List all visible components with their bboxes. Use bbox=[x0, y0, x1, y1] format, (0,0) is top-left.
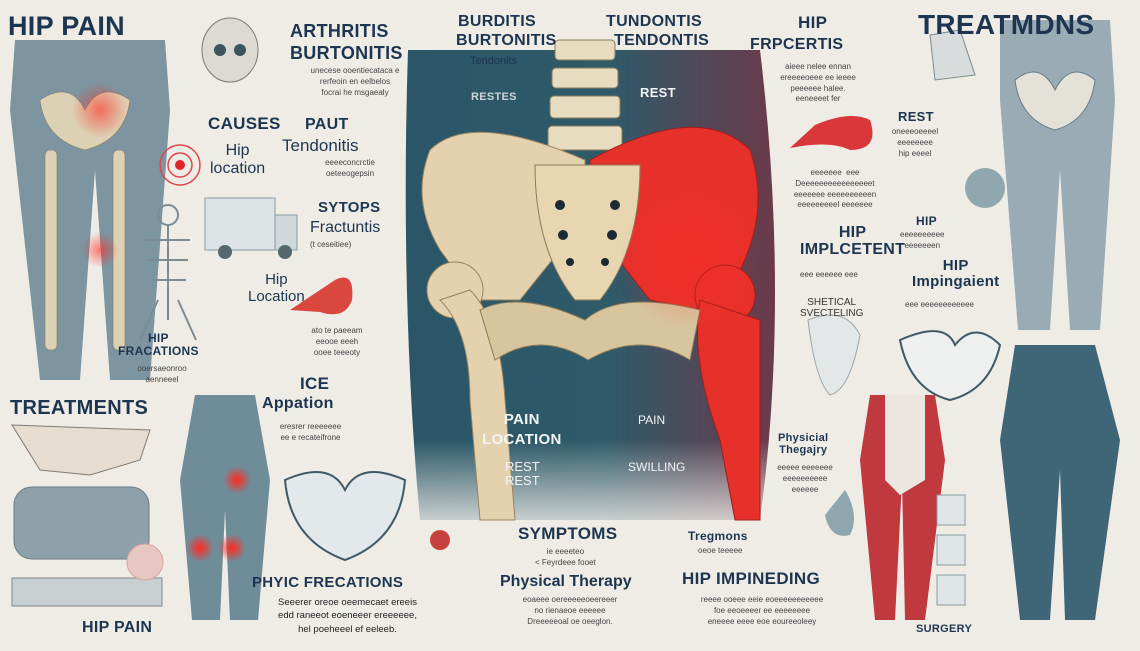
frpcertis-note: aieee nelee ennan ereeeeoeee ee ieeee pe… bbox=[780, 62, 856, 104]
label-burtonitis-center: BURTONITIS bbox=[456, 32, 557, 49]
label-hip-implcetent: HIP IMPLCETENT bbox=[800, 224, 906, 258]
label-hip-location: Hip location bbox=[210, 142, 266, 177]
label-hip-location-2: Hip Location bbox=[248, 271, 305, 305]
ice-note: eresrer reeeeeee ee e recateifrone bbox=[279, 422, 342, 442]
side-note: ato te paeeam eeooe eeeh ooee teeeoty bbox=[311, 326, 363, 357]
title-treatments: TREATMDNS bbox=[918, 9, 1095, 40]
label-swilling: SWILLING bbox=[628, 460, 686, 474]
label-tundontis: TUNDONTIS bbox=[606, 13, 703, 30]
tregmons-note: oeoe teeeee bbox=[698, 546, 743, 555]
label-hip-fracations: HIP FRACATIONS bbox=[118, 331, 199, 358]
title-hip-pain: HIP PAIN bbox=[8, 11, 125, 41]
label-hip-impineding: HIP IMPINEDING bbox=[682, 569, 821, 588]
label-hip-small: HIP bbox=[916, 214, 937, 228]
label-surgery: SURGERY bbox=[916, 623, 973, 635]
rest-note: oneeeoeeeel eeeeeeee hip eeeel bbox=[891, 127, 939, 158]
symptoms-note: ie eeeeteo < Feyrdeee fooet bbox=[535, 547, 596, 567]
label-frpcertis: FRPCERTIS bbox=[750, 36, 844, 53]
physical-therapy-note: eoaeee oereeeeeoeereeer no rienaeoe eeee… bbox=[522, 595, 618, 626]
label-burtonitis: BURTONITIS bbox=[290, 43, 403, 63]
label-phyic-frecations: PHYIC FRECATIONS bbox=[252, 574, 404, 591]
label-tendonits: Tendonits bbox=[470, 55, 518, 67]
label-rest-center: REST bbox=[640, 85, 676, 100]
label-fractuntis: Fractuntis bbox=[310, 219, 381, 236]
label-appation: Appation bbox=[262, 395, 334, 412]
label-sytops: SYTOPS bbox=[318, 199, 381, 216]
hip-small-note: eeeeeeeeee eeeeeeen bbox=[900, 230, 945, 250]
label-rest-right: REST bbox=[898, 109, 934, 124]
label-tendonitis: Tendonitis bbox=[282, 136, 359, 155]
physicial-note: eeeee eeeeeee eeeeeeeeee eeeeee bbox=[777, 463, 833, 494]
label-tendontis: TENDONTIS bbox=[614, 32, 710, 49]
label-physical-therapy: Physical Therapy bbox=[500, 573, 632, 590]
impingaient-note: eee eeeeeeeeeeee bbox=[905, 300, 974, 309]
label-shetical: SHETICAL SVECTELING bbox=[800, 297, 864, 319]
label-causes: CAUSES bbox=[208, 114, 281, 133]
label-pain-location: PAIN LOCATION bbox=[482, 411, 562, 448]
label-tregmons: Tregmons bbox=[688, 529, 748, 543]
heading-hip-pain-bottom: HIP PAIN bbox=[82, 619, 153, 636]
fractuntis-note: (t ceseitiee) bbox=[310, 240, 352, 249]
label-paut: PAUT bbox=[305, 116, 349, 133]
label-hip-right: HIP bbox=[798, 13, 828, 32]
label-symptoms: SYMPTOMS bbox=[518, 524, 618, 543]
phyic-note: Seeerer oreoe oeemecaet ereeis edd ranee… bbox=[278, 597, 417, 635]
label-pain: PAIN bbox=[638, 413, 666, 427]
label-burditis: BURDITIS bbox=[458, 13, 536, 30]
implcetent-note: eee eeeeee eee bbox=[800, 270, 858, 279]
hip-fracations-note: ooersaeonroo aenneeel bbox=[137, 364, 187, 384]
label-hip-impingaient: HIP Impingaient bbox=[912, 257, 1000, 290]
label-restes: RESTES bbox=[471, 91, 517, 103]
label-ice: ICE bbox=[300, 374, 330, 393]
heading-treatments: TREATMENTS bbox=[10, 397, 149, 419]
hip-impineding-note: reeee ooeee eeie eoeeeeeeeeeee foe eeoee… bbox=[700, 595, 824, 626]
label-arthritis: ARTHRITIS bbox=[290, 21, 389, 41]
arthritis-note: unecese ooentiecataca e rerfeoin en eelb… bbox=[310, 66, 400, 97]
mid-note: eeeeeee eee Deeeeeeeeeeeeeeeet eeeeeee e… bbox=[793, 168, 877, 210]
label-rest-rest: REST REST bbox=[505, 459, 540, 488]
tendonitis-note: eeeeconcrctie oeteeogepsin bbox=[325, 158, 375, 178]
label-physicial-therapy: Physicial Thegajry bbox=[778, 432, 829, 456]
